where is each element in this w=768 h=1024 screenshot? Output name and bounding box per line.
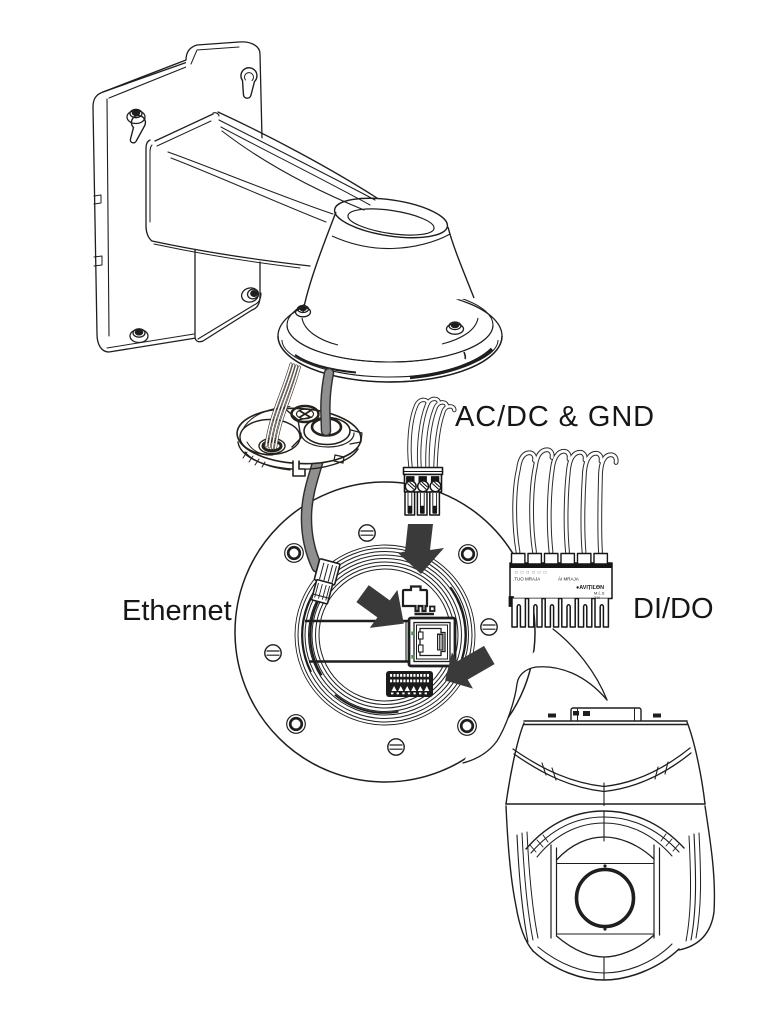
svg-text:DI/DO: DI/DO: [633, 593, 714, 625]
svg-text:Ethernet: Ethernet: [122, 595, 232, 627]
svg-text:M.Ĺ.S: M.Ĺ.S: [594, 591, 605, 596]
svg-text:.TUO MRAJA: .TUO MRAJA: [513, 577, 540, 582]
svg-text:●AVIȚIĽƟN: ●AVIȚIĽƟN: [576, 585, 604, 591]
svg-text:24V—: 24V—: [594, 596, 604, 600]
svg-text:ȦI MRAJA: ȦI MRAJA: [558, 576, 579, 582]
svg-text:AC/DC & GND: AC/DC & GND: [455, 401, 655, 433]
svg-text:□□□□□□: □□□□□□: [515, 570, 549, 575]
